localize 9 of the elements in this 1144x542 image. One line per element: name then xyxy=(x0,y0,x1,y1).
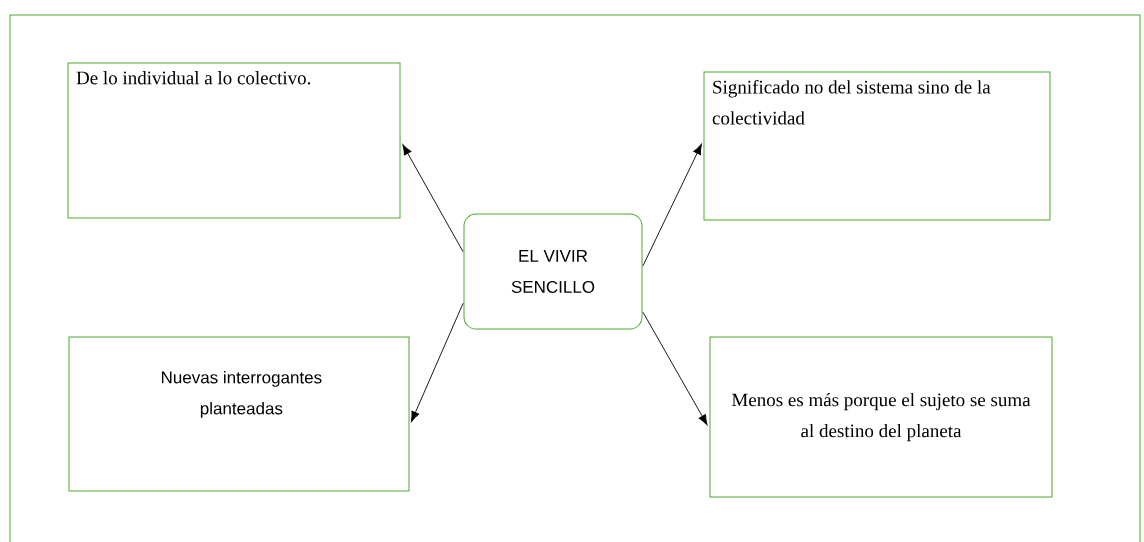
arrow xyxy=(642,143,702,267)
text-box: De lo individual a lo colectivo. xyxy=(67,62,401,219)
text-box: Nuevas interrogantes planteadas xyxy=(68,336,410,492)
topic-box: EL VIVIR SENCILLO xyxy=(463,213,643,330)
arrow xyxy=(402,144,464,253)
arrow xyxy=(411,302,464,422)
arrow xyxy=(642,311,708,426)
text-box: Menos es más porque el sujeto se suma al destino del planeta xyxy=(709,336,1053,498)
text-box: Significado no del sistema sino de la colectividad xyxy=(703,71,1051,221)
